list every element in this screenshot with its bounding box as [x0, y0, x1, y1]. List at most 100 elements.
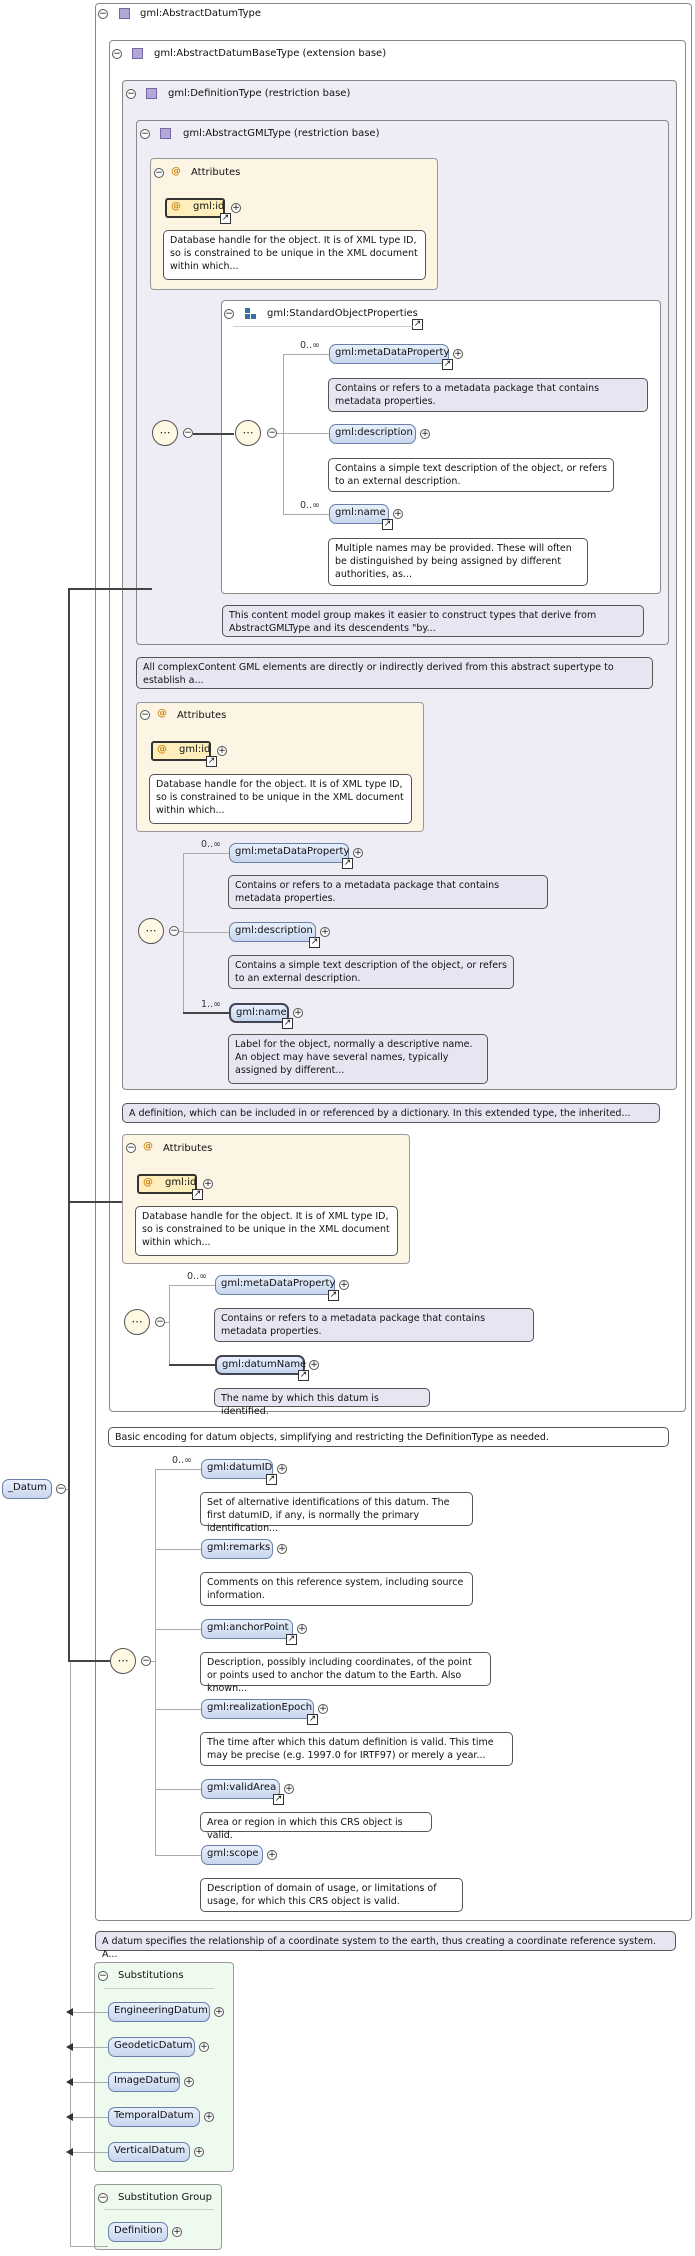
- expand-icon[interactable]: [293, 1008, 303, 1018]
- expand-icon[interactable]: [393, 509, 403, 519]
- collapse-toggle[interactable]: [112, 49, 122, 59]
- expand-icon[interactable]: [214, 2007, 224, 2017]
- collapse-toggle[interactable]: [56, 1484, 66, 1494]
- meta-data-property-element[interactable]: gml:metaDataProperty: [229, 843, 349, 863]
- link-icon[interactable]: [412, 319, 423, 330]
- substitution-label: ImageDatum: [114, 2075, 180, 2086]
- link-icon[interactable]: [220, 213, 231, 224]
- sequence-compositor-icon[interactable]: ⋯: [138, 918, 164, 944]
- collapse-toggle[interactable]: [98, 9, 108, 19]
- expand-icon[interactable]: [203, 1179, 213, 1189]
- expand-icon[interactable]: [284, 1784, 294, 1794]
- link-icon[interactable]: [307, 1714, 318, 1725]
- meta-data-property-element[interactable]: gml:metaDataProperty: [215, 1275, 335, 1295]
- expand-icon[interactable]: [199, 2042, 209, 2052]
- expand-icon[interactable]: [194, 2147, 204, 2157]
- substitution-item[interactable]: VerticalDatum: [108, 2142, 190, 2162]
- collapse-toggle[interactable]: [155, 1317, 165, 1327]
- link-icon[interactable]: [266, 1474, 277, 1485]
- link-icon[interactable]: [342, 858, 353, 869]
- expand-icon[interactable]: [453, 349, 463, 359]
- sequence-compositor-icon[interactable]: ⋯: [110, 1648, 136, 1674]
- expand-icon[interactable]: [172, 2227, 182, 2237]
- expand-icon[interactable]: [309, 1360, 319, 1370]
- collapse-toggle[interactable]: [183, 428, 193, 438]
- expand-icon[interactable]: [318, 1704, 328, 1714]
- substitution-item[interactable]: TemporalDatum: [108, 2107, 200, 2127]
- scope-element[interactable]: gml:scope: [201, 1845, 263, 1865]
- divider: [233, 326, 413, 327]
- description-label: gml:description: [335, 427, 413, 438]
- expand-icon[interactable]: [277, 1544, 287, 1554]
- collapse-toggle[interactable]: [224, 309, 234, 319]
- expand-icon[interactable]: [339, 1280, 349, 1290]
- collapse-toggle[interactable]: [267, 428, 277, 438]
- collapse-toggle[interactable]: [154, 168, 164, 178]
- collapse-toggle[interactable]: [98, 2193, 108, 2203]
- collapse-toggle[interactable]: [140, 710, 150, 720]
- multiplicity-label: 0..∞: [201, 839, 221, 850]
- scope-description: Description of domain of usage, or limit…: [200, 1878, 463, 1912]
- datum-id-element[interactable]: gml:datumID: [201, 1459, 273, 1479]
- substitution-group-title: Substitution Group: [118, 2192, 212, 2203]
- description-element[interactable]: gml:description: [229, 922, 316, 942]
- gml-id-attribute[interactable]: gml:id: [165, 198, 225, 218]
- meta-data-property-label: gml:metaDataProperty: [235, 846, 350, 857]
- link-icon[interactable]: [282, 1018, 293, 1029]
- expand-icon[interactable]: [231, 203, 241, 213]
- expand-icon[interactable]: [320, 927, 330, 937]
- sequence-compositor-icon[interactable]: ⋯: [152, 420, 178, 446]
- connector-line: [70, 2082, 108, 2083]
- collapse-toggle[interactable]: [141, 1656, 151, 1666]
- substitution-item[interactable]: GeodeticDatum: [108, 2037, 195, 2057]
- link-icon[interactable]: [206, 756, 217, 767]
- valid-area-element[interactable]: gml:validArea: [201, 1779, 280, 1799]
- link-icon[interactable]: [328, 1290, 339, 1301]
- collapse-toggle[interactable]: [126, 89, 136, 99]
- link-icon[interactable]: [192, 1189, 203, 1200]
- connector-line: [283, 354, 284, 514]
- expand-icon[interactable]: [420, 429, 430, 439]
- connector-line: [283, 514, 329, 515]
- connector-line: [66, 1489, 68, 1490]
- link-icon[interactable]: [442, 359, 453, 370]
- meta-data-property-element[interactable]: gml:metaDataProperty: [329, 344, 449, 364]
- datum-root-element[interactable]: _Datum: [2, 1479, 52, 1499]
- expand-icon[interactable]: [277, 1464, 287, 1474]
- expand-icon[interactable]: [297, 1624, 307, 1634]
- link-icon[interactable]: [273, 1794, 284, 1805]
- collapse-toggle[interactable]: [98, 1971, 108, 1981]
- name-element[interactable]: gml:name: [229, 1003, 289, 1023]
- expand-icon[interactable]: [217, 746, 227, 756]
- multiplicity-label: 0..∞: [300, 340, 320, 351]
- gml-id-attribute[interactable]: gml:id: [137, 1174, 197, 1194]
- sequence-compositor-icon[interactable]: ⋯: [235, 420, 261, 446]
- gml-id-attribute[interactable]: gml:id: [151, 741, 211, 761]
- realization-epoch-element[interactable]: gml:realizationEpoch: [201, 1699, 314, 1719]
- arrow-left-icon: [66, 2113, 73, 2121]
- description-element[interactable]: gml:description: [329, 424, 416, 444]
- link-icon[interactable]: [298, 1370, 309, 1381]
- connector-line: [68, 588, 70, 1662]
- anchor-point-element[interactable]: gml:anchorPoint: [201, 1619, 293, 1639]
- substitution-item[interactable]: ImageDatum: [108, 2072, 180, 2092]
- abstract-gml-type-title: gml:AbstractGMLType (restriction base): [183, 128, 380, 139]
- datum-name-element[interactable]: gml:datumName: [215, 1355, 306, 1375]
- collapse-toggle[interactable]: [126, 1143, 136, 1153]
- expand-icon[interactable]: [267, 1850, 277, 1860]
- expand-icon[interactable]: [204, 2112, 214, 2122]
- link-icon[interactable]: [309, 937, 320, 948]
- collapse-toggle[interactable]: [140, 129, 150, 139]
- expand-icon[interactable]: [353, 848, 363, 858]
- collapse-toggle[interactable]: [169, 926, 179, 936]
- substitution-item[interactable]: EngineeringDatum: [108, 2002, 210, 2022]
- link-icon[interactable]: [382, 519, 393, 530]
- attribute-icon: @: [143, 1177, 153, 1188]
- gml-id-description: Database handle for the object. It is of…: [149, 774, 412, 824]
- sequence-compositor-icon[interactable]: ⋯: [124, 1309, 150, 1335]
- expand-icon[interactable]: [184, 2077, 194, 2087]
- name-element[interactable]: gml:name: [329, 504, 389, 524]
- link-icon[interactable]: [286, 1634, 297, 1645]
- remarks-element[interactable]: gml:remarks: [201, 1539, 273, 1559]
- substitution-group-item[interactable]: Definition: [108, 2222, 168, 2242]
